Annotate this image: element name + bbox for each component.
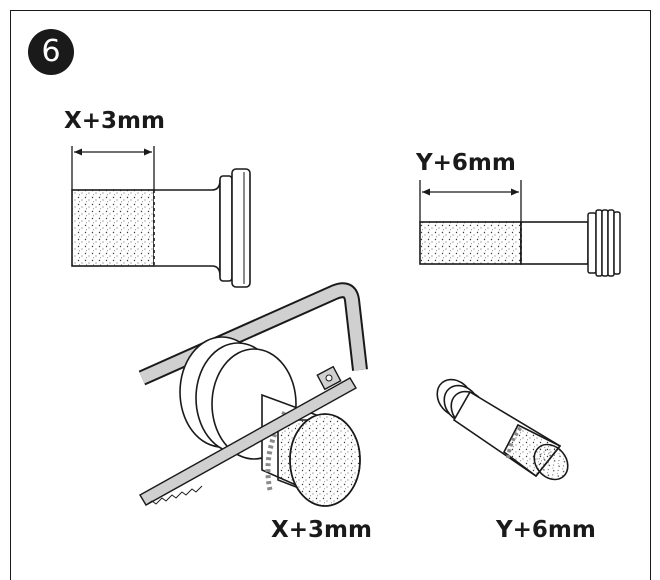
top-left-dimension-label: X+3mm bbox=[64, 108, 165, 134]
bottom-right-caption: Y+6mm bbox=[496, 517, 596, 543]
hacksaw-frame bbox=[138, 282, 368, 386]
small-fitting-perspective bbox=[436, 378, 569, 481]
small-fitting-dimension bbox=[419, 180, 522, 222]
hacksaw-blade bbox=[139, 365, 357, 506]
top-right-dimension-label: Y+6mm bbox=[416, 150, 516, 176]
step-number-badge: 6 bbox=[28, 29, 74, 75]
small-fitting-side-view bbox=[419, 209, 621, 277]
large-fitting-dimension bbox=[71, 146, 155, 190]
instruction-frame bbox=[10, 10, 651, 580]
bottom-left-caption: X+3mm bbox=[271, 517, 372, 543]
large-fitting-side-view bbox=[71, 168, 251, 288]
large-fitting-perspective bbox=[179, 336, 361, 507]
